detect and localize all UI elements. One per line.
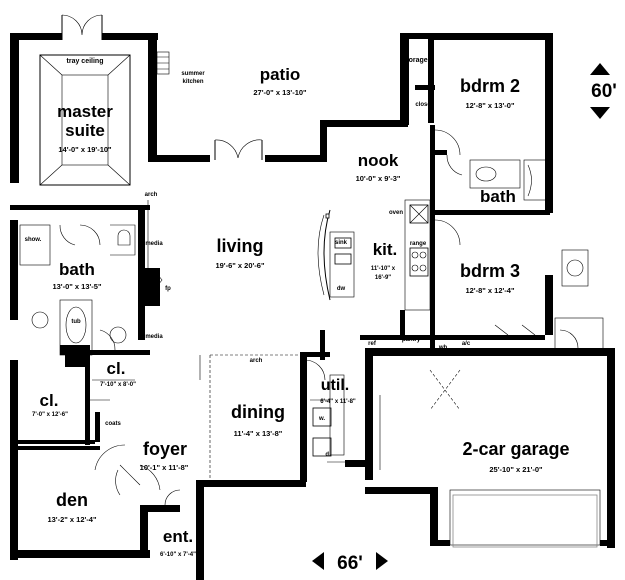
- overall-width: 66': [337, 553, 363, 574]
- media-upper-label: media: [145, 241, 163, 247]
- sink-label: sink: [335, 240, 348, 246]
- washer-label: w.: [318, 416, 325, 422]
- foyer-name: foyer: [143, 439, 187, 459]
- living-name: living: [216, 236, 263, 256]
- coats-label: coats: [105, 421, 121, 427]
- closet-left-dims: 7'-0" x 12'-6": [32, 412, 68, 418]
- fireplace-label: fp: [165, 286, 171, 292]
- arch-living-label: arch: [145, 192, 158, 198]
- depth-arrow-down-icon: [590, 107, 610, 119]
- dining-name: dining: [231, 402, 285, 422]
- closet-bdrm3-label: closet: [509, 336, 526, 342]
- tub-label: tub: [71, 319, 81, 325]
- bdrm2-name: bdrm 2: [460, 76, 520, 96]
- master-suite-name-2: suite: [65, 121, 105, 140]
- closet-center-dims: 7'-10" x 8'-0": [100, 382, 136, 388]
- arch-dining-label: arch: [250, 358, 263, 364]
- storage-label: storage: [402, 57, 427, 64]
- overall-dimensions: 60' 66': [312, 63, 617, 574]
- patio-dims: 27'-0" x 13'-10": [253, 88, 307, 97]
- oven-label: oven: [389, 210, 403, 216]
- bdrm3-dims: 12'-8" x 12'-4": [465, 286, 514, 295]
- den-dims: 13'-2" x 12'-4": [47, 515, 96, 524]
- master-suite-name-1: master: [57, 102, 113, 121]
- entry-name: ent.: [163, 527, 193, 546]
- shower-label: show.: [25, 237, 42, 243]
- range-label: range: [410, 241, 427, 247]
- util-name: util.: [321, 377, 349, 394]
- kit-dims-1: 11'-10" x: [371, 266, 396, 272]
- bath2-name: bath: [480, 187, 516, 206]
- closet-left-name: cl.: [40, 391, 59, 410]
- tray-ceiling-label: tray ceiling: [67, 58, 104, 65]
- master-bath-name: bath: [59, 260, 95, 279]
- ac-label: a/c: [462, 341, 471, 347]
- depth-arrow-up-icon: [590, 63, 610, 75]
- den-name: den: [56, 490, 88, 510]
- patio-name: patio: [260, 65, 301, 84]
- garage-dims: 25'-10" x 21'-0": [489, 465, 543, 474]
- master-suite-dims: 14'-0" x 19'-10": [58, 145, 112, 154]
- pantry-label: pantry: [402, 337, 421, 343]
- width-arrow-left-icon: [312, 552, 324, 570]
- ref-label: ref: [368, 341, 377, 347]
- master-bath-dims: 13'-0" x 13'-5": [52, 282, 101, 291]
- overall-depth: 60': [591, 81, 617, 102]
- closet-bdrm2-label: closet: [415, 102, 432, 108]
- closet-center-name: cl.: [107, 359, 126, 378]
- room-labels: tray ceiling master suite 14'-0" x 19'-1…: [25, 57, 570, 558]
- dining-dims: 11'-4" x 13'-8": [234, 429, 283, 438]
- living-dims: 19'-6" x 20'-6": [215, 261, 264, 270]
- width-arrow-right-icon: [376, 552, 388, 570]
- bdrm2-dims: 12'-8" x 13'-0": [465, 101, 514, 110]
- kit-name: kit.: [373, 240, 398, 259]
- wh-label: wh: [438, 345, 448, 351]
- nook-dims: 10'-0" x 9'-3": [356, 174, 401, 183]
- summer-kitchen-label-1: summer: [181, 71, 205, 77]
- util-dims: 6'-4" x 11'-8": [320, 399, 356, 405]
- media-lower-label: media: [145, 334, 163, 340]
- kit-dims-2: 16'-9": [375, 275, 391, 281]
- foyer-dims: 10'-1" x 11'-8": [140, 463, 189, 472]
- garage-name: 2-car garage: [462, 439, 569, 459]
- bdrm3-name: bdrm 3: [460, 261, 520, 281]
- dishwasher-label: dw: [337, 286, 346, 292]
- entry-dims: 6'-10" x 7'-4": [160, 552, 196, 558]
- plan-details: [19, 14, 604, 548]
- nook-name: nook: [358, 151, 399, 170]
- summer-kitchen-label-2: kitchen: [182, 79, 203, 85]
- exterior-walls: [10, 33, 615, 580]
- interior-walls: [10, 85, 550, 482]
- dryer-label: d.: [325, 452, 331, 458]
